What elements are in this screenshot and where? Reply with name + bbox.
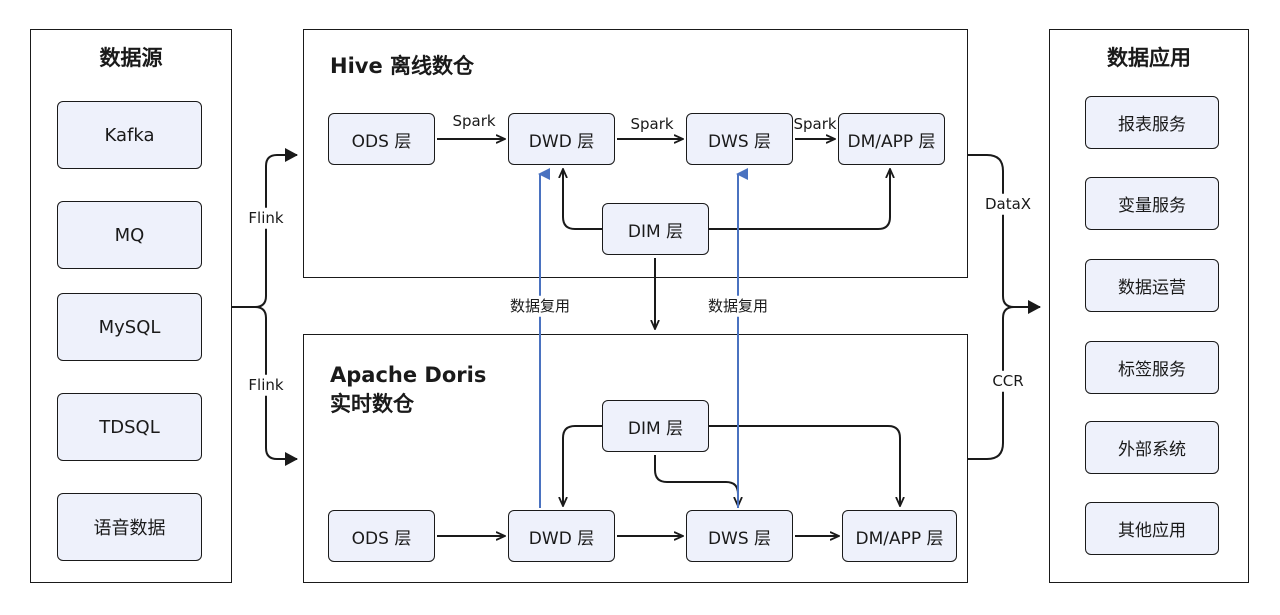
doris-dws-layer: DWS 层 (686, 510, 793, 562)
doris-dim-layer: DIM 层 (602, 400, 709, 452)
label-ccr: CCR (990, 370, 1026, 392)
doris-ods-layer: ODS 层 (328, 510, 435, 562)
app-variable-service: 变量服务 (1085, 177, 1219, 230)
hive-dwd-layer: DWD 层 (508, 113, 615, 165)
hive-dim-layer: DIM 层 (602, 203, 709, 255)
app-other-applications: 其他应用 (1085, 502, 1219, 555)
doris-title-line2: 实时数仓 (330, 392, 414, 417)
app-report-service: 报表服务 (1085, 96, 1219, 149)
label-spark-ods-dwd: Spark (452, 111, 496, 130)
edge-doris-to-apps (968, 306, 1015, 460)
source-voice-data: 语音数据 (57, 493, 202, 561)
edge-sources-to-doris (254, 306, 298, 466)
app-tag-service: 标签服务 (1085, 341, 1219, 394)
doris-title-line1: Apache Doris (330, 363, 487, 387)
edge-doris-dim-dws (654, 455, 738, 506)
doris-warehouse-title: Apache Doris 实时数仓 (330, 361, 486, 420)
edge-sources-brace (232, 148, 298, 308)
source-mq: MQ (57, 201, 202, 269)
label-spark-dws-dm: Spark (793, 114, 837, 133)
edge-hive-dim-dwd (563, 169, 602, 230)
hive-dws-layer: DWS 层 (686, 113, 793, 165)
label-flink-bottom: Flink (246, 374, 286, 396)
label-datax: DataX (982, 193, 1034, 215)
source-kafka: Kafka (57, 101, 202, 169)
source-tdsql: TDSQL (57, 393, 202, 461)
label-data-reuse-right: 数据复用 (705, 295, 771, 317)
hive-ods-layer: ODS 层 (328, 113, 435, 165)
app-data-operations: 数据运营 (1085, 259, 1219, 312)
doris-dwd-layer: DWD 层 (508, 510, 615, 562)
label-flink-top: Flink (246, 207, 286, 229)
data-applications-title: 数据应用 (1107, 46, 1191, 70)
hive-warehouse-title: Hive 离线数仓 (330, 54, 475, 78)
edge-hive-to-apps (968, 154, 1041, 314)
edge-doris-dim-dm (709, 425, 900, 506)
hive-dm-app-layer: DM/APP 层 (838, 113, 945, 165)
app-external-system: 外部系统 (1085, 421, 1219, 474)
edge-hive-dim-dm (709, 169, 890, 230)
edge-doris-dim-dwd (563, 425, 602, 506)
label-data-reuse-left: 数据复用 (507, 295, 573, 317)
source-mysql: MySQL (57, 293, 202, 361)
label-spark-dwd-dws: Spark (630, 114, 674, 133)
data-sources-title: 数据源 (99, 46, 163, 70)
doris-dm-app-layer: DM/APP 层 (842, 510, 957, 562)
